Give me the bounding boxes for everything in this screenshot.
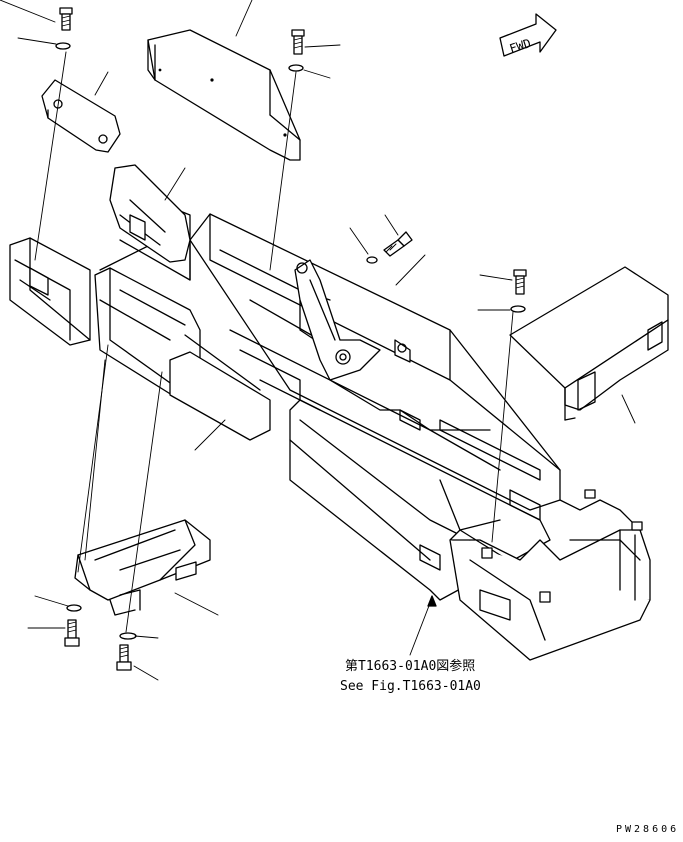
guide-plate bbox=[109, 164, 191, 263]
nut-icon bbox=[481, 489, 643, 603]
bolt-5-icon bbox=[64, 619, 80, 647]
right-step-cover bbox=[509, 266, 669, 421]
bolt-3-icon bbox=[383, 231, 413, 257]
washer-6-icon bbox=[119, 632, 137, 640]
step-tray bbox=[74, 519, 211, 616]
fwd-label: FWD bbox=[508, 36, 533, 56]
bolt-1-icon bbox=[59, 7, 73, 31]
bolt-4-icon bbox=[513, 269, 527, 295]
washer-5-icon bbox=[66, 604, 82, 612]
hardware-bolts bbox=[55, 7, 643, 671]
drawing-code: PW28606 bbox=[616, 824, 679, 835]
side-bracket-plate bbox=[41, 79, 121, 153]
assembly-lines bbox=[34, 51, 514, 633]
top-cover-plate bbox=[147, 29, 301, 161]
bolt-2-icon bbox=[291, 29, 305, 55]
ref-line-jp: 第T1663-01A0図参照 bbox=[345, 658, 475, 674]
reference-note: 第T1663-01A0図参照 See Fig.T1663-01A0 bbox=[340, 658, 481, 694]
leader-lines bbox=[0, 0, 636, 681]
washer-2-icon bbox=[288, 64, 304, 72]
bolt-6-icon bbox=[116, 644, 132, 671]
washer-3-icon bbox=[366, 256, 378, 264]
washer-1-icon bbox=[55, 42, 71, 50]
ref-line-en: See Fig.T1663-01A0 bbox=[340, 679, 481, 694]
fwd-arrow-icon: FWD bbox=[499, 13, 557, 57]
pivot-bracket bbox=[294, 259, 411, 381]
washer-4-icon bbox=[510, 305, 526, 313]
